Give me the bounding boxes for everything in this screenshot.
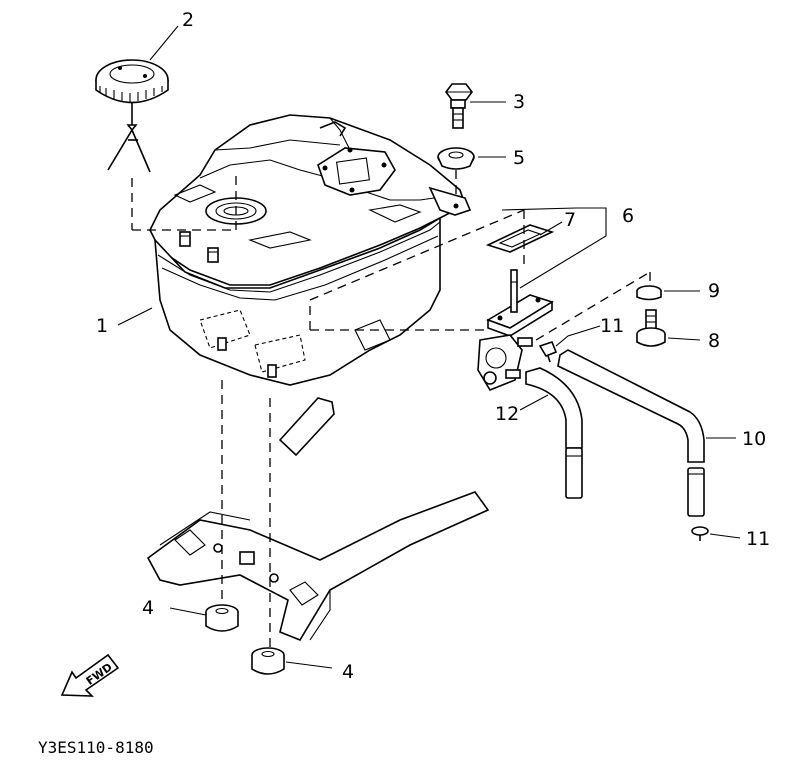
callout-11-lower: 11 xyxy=(746,528,770,550)
callout-6: 6 xyxy=(622,205,634,227)
gasket-7 xyxy=(485,224,555,253)
grommet-5 xyxy=(437,147,475,170)
callout-3: 3 xyxy=(513,91,525,113)
callout-10: 10 xyxy=(742,428,766,450)
flange-nut-4a xyxy=(205,604,239,632)
fuel-cock-6 xyxy=(477,269,554,391)
fuel-filler-cap xyxy=(95,59,169,173)
callout-12: 12 xyxy=(495,403,519,425)
bolt-8 xyxy=(636,309,666,347)
flange-nut-4b xyxy=(251,647,285,675)
hose-clamp-11a xyxy=(538,341,558,363)
fuel-tank xyxy=(149,114,472,386)
fuel-hose-10 xyxy=(557,349,705,517)
callout-11-upper: 11 xyxy=(600,315,624,337)
assembly-lines xyxy=(131,170,651,648)
callout-1: 1 xyxy=(96,315,108,337)
callout-4-lower: 4 xyxy=(342,661,354,683)
fwd-arrow-icon: FWD xyxy=(60,653,120,697)
callout-4-upper: 4 xyxy=(142,597,154,619)
drawing-code: Y3ES110-8180 xyxy=(38,738,154,757)
callout-8: 8 xyxy=(708,330,720,352)
frame-member xyxy=(146,397,490,641)
fuel-hose-12 xyxy=(525,367,583,499)
callout-7: 7 xyxy=(564,209,576,231)
collar-9 xyxy=(636,285,662,301)
callout-labels: 2 1 3 5 7 6 9 8 11 10 12 11 4 4 xyxy=(96,9,770,683)
callout-5: 5 xyxy=(513,147,525,169)
bolt-3 xyxy=(445,83,473,129)
callout-2: 2 xyxy=(182,9,194,31)
callout-9: 9 xyxy=(708,280,720,302)
leader-lines xyxy=(117,25,741,669)
hose-clamp-11b xyxy=(691,526,709,541)
